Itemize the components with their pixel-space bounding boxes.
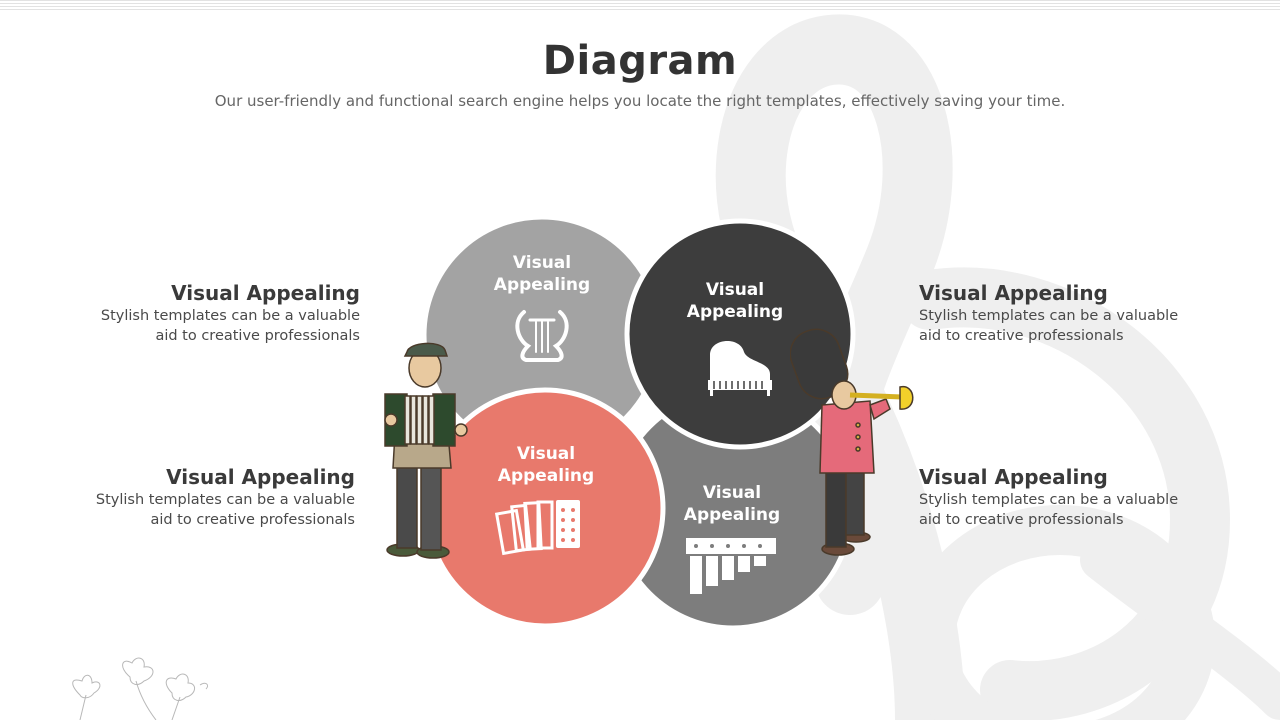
page-subtitle: Our user-friendly and functional search … <box>214 92 1066 110</box>
text-block-top-right: Visual Appealing Stylish templates can b… <box>919 280 1209 346</box>
top-stripe-decoration <box>0 0 1280 12</box>
text-block-body: Stylish templates can be a valuable aid … <box>919 492 1179 528</box>
text-block-bottom-left: Visual Appealing Stylish templates can b… <box>65 464 355 530</box>
accordion-icon <box>494 500 580 556</box>
circle-label-top-right: Visual Appealing <box>686 280 784 322</box>
page-title: Diagram <box>542 38 738 84</box>
trumpet-player-illustration <box>790 328 914 556</box>
lyre-icon <box>515 310 569 362</box>
text-block-body: Stylish templates can be a valuable aid … <box>100 308 360 344</box>
circle-label-top-left: Visual Appealing <box>493 253 591 295</box>
flower-line-art-decoration <box>72 657 209 720</box>
text-block-heading: Visual Appealing <box>171 281 360 305</box>
piano-icon <box>708 341 772 396</box>
circle-label-bottom-right: Visual Appealing <box>683 483 781 525</box>
text-block-top-left: Visual Appealing Stylish templates can b… <box>70 280 360 346</box>
treble-clef-watermark <box>715 14 1280 720</box>
text-block-heading: Visual Appealing <box>919 465 1108 489</box>
text-block-bottom-right: Visual Appealing Stylish templates can b… <box>919 464 1209 530</box>
text-block-heading: Visual Appealing <box>166 465 355 489</box>
pan-flute-icon <box>686 538 776 594</box>
text-block-heading: Visual Appealing <box>919 281 1108 305</box>
text-block-body: Stylish templates can be a valuable aid … <box>95 492 355 528</box>
circle-label-bottom-left: Visual Appealing <box>497 444 595 486</box>
text-block-body: Stylish templates can be a valuable aid … <box>919 308 1179 344</box>
circle-top-right <box>624 218 856 450</box>
accordion-player-illustration <box>384 342 468 559</box>
